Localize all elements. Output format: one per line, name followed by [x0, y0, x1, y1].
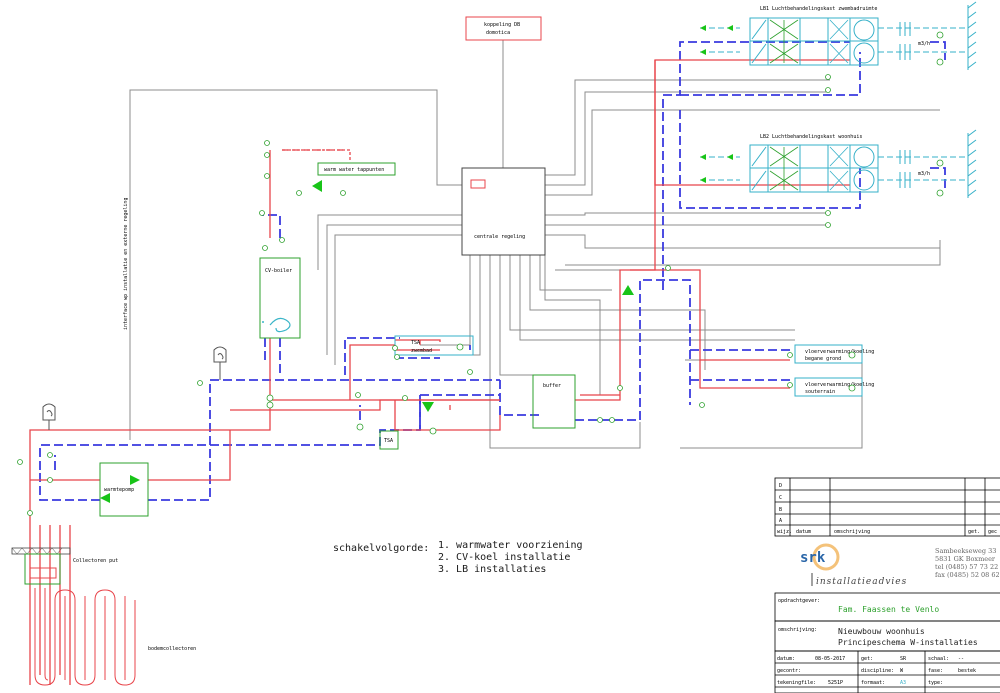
central-controller: centrale regeling — [461, 167, 546, 256]
return-pipes — [39, 41, 946, 501]
tsa-bottom: TSA — [379, 430, 399, 450]
meta-r1-c1: datum: — [777, 656, 795, 662]
supply-pipes — [29, 59, 850, 685]
rev-c: C — [779, 495, 782, 501]
client-value: Fam. Faassen te Venlo — [838, 605, 939, 614]
floor-heating-2-label-2: souterrain — [805, 389, 835, 395]
zwembad-label: zwembad — [411, 348, 432, 354]
rev-header-datum: datum — [796, 529, 811, 535]
ahu-lb1-flow: m3/h — [918, 41, 930, 47]
address-line-3: tel (0485) 57 73 22 — [935, 563, 998, 571]
floor-heating-2-label-1: vloerverwarming/koeling — [805, 382, 874, 388]
central-controller-label: centrale regeling — [474, 234, 525, 240]
meta-r1-c5: schaal: — [928, 656, 949, 662]
sequence-item-1: 1. warmwater voorziening — [438, 540, 583, 551]
ahu-lb2: LB2 Luchtbehandelingskast woonhuis m3/h — [700, 129, 977, 198]
description-line-2: Principeschema W-installaties — [838, 638, 978, 647]
cv-boiler: CV-boiler — [259, 257, 301, 339]
address-line-4: fax (0485) 52 08 62 — [935, 571, 1000, 579]
title-block — [774, 477, 1000, 693]
cv-boiler-label: CV-boiler — [265, 268, 292, 274]
meta-r2-c4: W — [900, 668, 904, 674]
ahu-lb1: LB1 Luchtbehandelingskast zwembadruimte … — [700, 1, 977, 70]
meta-r3-c3: formaat: — [861, 680, 885, 686]
koppeling-box: koppeling DB domotica — [465, 16, 542, 41]
meta-r3-c5: type: — [928, 680, 943, 686]
logo-text: srk — [800, 550, 826, 566]
ground-collector-loops — [34, 588, 136, 686]
switching-sequence: schakelvolgorde: 1. warmwater voorzienin… — [333, 540, 583, 575]
meta-r3-c1: tekeningfile: — [777, 680, 816, 686]
tsa-label-bottom: TSA — [384, 438, 393, 444]
floor-heating-2: vloerverwarming/koeling souterrain — [794, 377, 874, 397]
meta-r1-c6: -- — [958, 656, 964, 662]
interface-label: interface wp installatie en externe rege… — [123, 198, 129, 330]
meta-r2-c5: fase: — [928, 668, 943, 674]
meta-r2-c6: bestek — [958, 668, 976, 674]
company-logo: srk installatieadvies Sambeekseweg 33 58… — [800, 543, 1000, 587]
sequence-item-3: 3. LB installaties — [438, 564, 546, 575]
sequence-item-2: 2. CV-koel installatie — [438, 552, 570, 563]
meta-r2-c3: discipline: — [861, 668, 894, 674]
collector-pit: Collectoren put bodemcollectoren — [11, 547, 196, 652]
rev-a: A — [779, 518, 782, 524]
revision-rows: D C B A wijz. datum omschrijving get. ge… — [777, 483, 997, 535]
description-line-1: Nieuwbouw woonhuis — [838, 627, 925, 636]
ahu-lb2-title: LB2 Luchtbehandelingskast woonhuis — [760, 134, 862, 140]
rev-b: B — [779, 507, 782, 513]
collector-pit-label: Collectoren put — [73, 558, 118, 564]
meta-r2-c1: gecontr: — [777, 668, 801, 674]
rev-header-gec: gec — [988, 529, 997, 535]
rev-header-wijz: wijz. — [777, 529, 792, 535]
pumps — [100, 180, 634, 503]
floor-heating-1-label-1: vloerverwarming/koeling — [805, 349, 874, 355]
floor-heating-1: vloerverwarming/koeling begane grond — [794, 344, 874, 364]
ahu-lb1-title: LB1 Luchtbehandelingskast zwembadruimte — [760, 6, 877, 12]
description-label: omschrijving: — [778, 627, 817, 633]
project-info: opdrachtgever: Fam. Faassen te Venlo oms… — [778, 598, 978, 647]
meta-r1-c2: 08-05-2017 — [815, 656, 845, 662]
heat-pump: warmtepomp — [99, 462, 149, 517]
address-line-1: Sambeekseweg 33 — [935, 547, 996, 555]
expansion-vessels — [42, 346, 227, 430]
logo-subtitle: installatieadvies — [816, 577, 907, 587]
meta-r3-c2: 5251P — [828, 680, 843, 686]
koppeling-label-2: domotica — [486, 30, 510, 36]
meta-r1-c3: get: — [861, 656, 873, 662]
sequence-title: schakelvolgorde: — [333, 543, 429, 554]
ahu-lb2-flow: m3/h — [918, 171, 930, 177]
meta-r1-c4: SR — [900, 656, 907, 662]
buffer-label: buffer — [543, 383, 561, 389]
address-line-2: 5831 GK Boxmeer — [935, 555, 996, 563]
rev-header-omschrijving: omschrijving — [834, 529, 870, 535]
heat-pump-label: warmtepomp — [104, 487, 134, 493]
buffer-tank: buffer — [532, 374, 576, 429]
rev-d: D — [779, 483, 782, 489]
meta-rows: datum: 08-05-2017 get: SR schaal: -- gec… — [777, 656, 976, 686]
rev-header-get: get. — [968, 529, 980, 535]
floor-heating-1-label-2: begane grond — [805, 356, 841, 362]
sensors — [17, 31, 944, 516]
meta-r3-c4: A3 — [900, 680, 906, 686]
warm-water-label: warm water tappunten — [324, 167, 384, 173]
warm-water-box: warm water tappunten — [317, 162, 396, 176]
koppeling-label-1: koppeling DB — [484, 22, 520, 28]
tsa-label-top: TSA — [411, 340, 420, 346]
client-label: opdrachtgever: — [778, 598, 820, 604]
ground-collector-label: bodemcollectoren — [148, 646, 196, 652]
